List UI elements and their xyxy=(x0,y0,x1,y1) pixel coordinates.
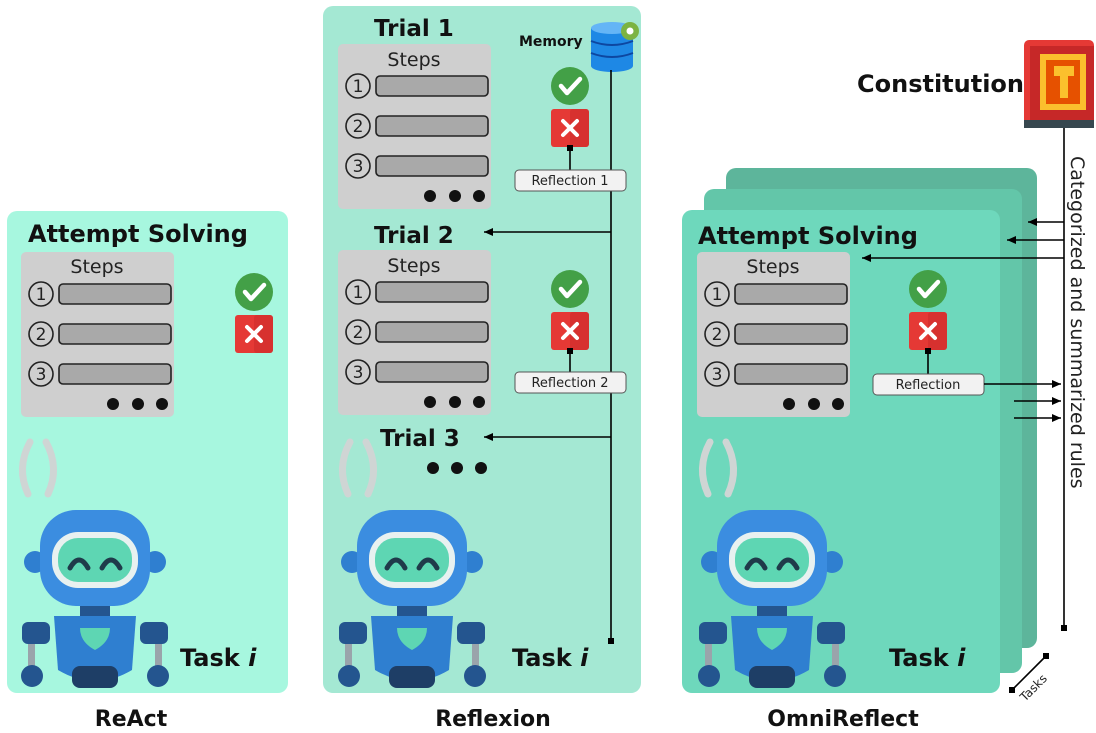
omni-panel-title: Attempt Solving xyxy=(698,222,918,250)
reflexion-step-number: 2 xyxy=(353,117,364,137)
reflexion-step-number: 3 xyxy=(353,363,364,383)
reflexion-steps-panel-1: Steps 1 2 3 xyxy=(337,43,492,210)
reflexion-steps-panel-2: Steps 1 2 3 xyxy=(337,249,492,416)
check-circle-icon xyxy=(551,270,589,308)
x-square-icon xyxy=(549,310,591,352)
omni-task-label: Task i xyxy=(889,644,966,672)
x-square-icon xyxy=(233,313,275,355)
react-section: Attempt Solving Steps 1 2 3 Task i ReAct xyxy=(7,211,288,732)
ellipsis-icon xyxy=(427,462,487,474)
react-task-label: Task i xyxy=(180,644,257,672)
omnireflect-section: Attempt Solving Steps 1 2 3 Reflection C… xyxy=(682,40,1094,732)
omni-steps-panel: Steps 1 2 3 xyxy=(696,251,851,418)
reflexion-steps-title: Steps xyxy=(387,49,440,71)
react-step-number: 1 xyxy=(36,285,47,305)
reflexion-step-number: 3 xyxy=(353,157,364,177)
omni-step-number: 2 xyxy=(712,325,723,345)
reflexion-task-label: Task i xyxy=(512,644,589,672)
reflexion-steps-title: Steps xyxy=(387,255,440,277)
tasks-label: Tasks xyxy=(1017,671,1050,704)
omni-reflection-label: Reflection xyxy=(896,378,961,393)
reflexion-caption: Reflexion xyxy=(435,707,551,732)
reflection-1-label: Reflection 1 xyxy=(531,174,608,189)
x-square-icon xyxy=(907,310,949,352)
constitution-label: Constitution xyxy=(857,70,1024,98)
reflexion-trial-3: Trial 3 xyxy=(380,426,460,452)
reflection-1-box xyxy=(514,169,627,192)
reflexion-step-number: 2 xyxy=(353,323,364,343)
omni-step-number: 3 xyxy=(712,365,723,385)
omni-step-number: 1 xyxy=(712,285,723,305)
react-steps-title: Steps xyxy=(70,256,123,278)
react-panel-title: Attempt Solving xyxy=(28,220,248,248)
check-circle-icon xyxy=(235,273,273,311)
database-gear-icon xyxy=(590,22,639,72)
react-step-number: 3 xyxy=(36,365,47,385)
omni-steps-title: Steps xyxy=(746,256,799,278)
reflection-2-label: Reflection 2 xyxy=(531,376,608,391)
reflexion-trial-2: Trial 2 xyxy=(374,223,454,249)
omnireflect-caption: OmniReflect xyxy=(767,707,919,732)
x-square-icon xyxy=(549,107,591,149)
reflexion-step-number: 1 xyxy=(353,283,364,303)
constitution-book-icon xyxy=(1024,40,1094,128)
memory-label: Memory xyxy=(519,34,583,50)
reflection-2-box xyxy=(514,371,627,394)
reflexion-trial-1: Trial 1 xyxy=(374,16,454,42)
check-circle-icon xyxy=(909,270,947,308)
rules-label: Categorized and summarized rules xyxy=(1066,156,1088,489)
reflexion-step-number: 1 xyxy=(353,77,364,97)
reflexion-section: Trial 1 Steps 1 2 3 Trial 2 Steps 1 2 3 … xyxy=(323,6,641,732)
check-circle-icon xyxy=(551,67,589,105)
react-caption: ReAct xyxy=(95,707,168,732)
react-step-number: 2 xyxy=(36,325,47,345)
react-steps-panel: Steps 1 2 3 xyxy=(20,251,175,418)
